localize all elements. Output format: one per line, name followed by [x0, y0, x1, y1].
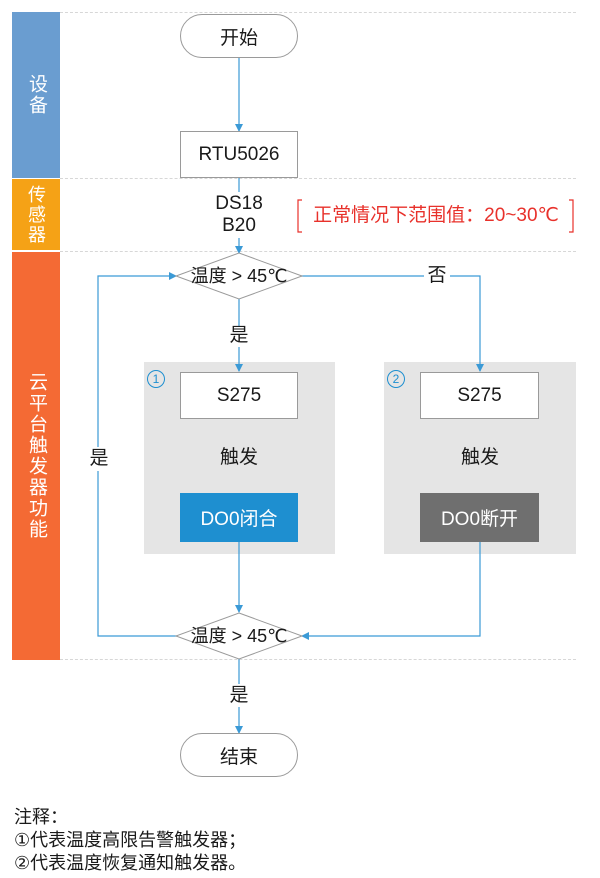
separator	[60, 251, 576, 252]
separator	[60, 659, 576, 660]
notes-heading: 注释：	[14, 807, 68, 827]
sensor-label-line1: DS18	[215, 193, 263, 214]
range-bracket-left	[297, 199, 302, 233]
end-node: 结束	[180, 733, 298, 777]
decision-diamond-top	[174, 252, 304, 300]
yes-end-label: 是	[229, 685, 249, 706]
yes-left-label: 是	[86, 447, 112, 471]
range-note: 正常情况下范围值：20~30℃	[313, 205, 559, 226]
notes-line-1: ①代表温度高限告警触发器；	[14, 830, 247, 850]
no-right-label: 否	[424, 265, 450, 287]
lane-cloud: 云平台触发器功能	[12, 252, 60, 660]
sensor-label-line2: B20	[222, 215, 256, 236]
separator	[60, 178, 576, 179]
group-2-number: 2	[387, 370, 405, 388]
action-do0-close: DO0闭合	[180, 493, 298, 542]
decision-diamond-bottom	[174, 612, 304, 660]
group-1-device-box: S275	[180, 372, 298, 419]
group-1-trigger-label: 触发	[210, 446, 268, 470]
group-1-number: 1	[147, 370, 165, 388]
group-2-trigger-label: 触发	[451, 446, 509, 470]
start-node: 开始	[180, 14, 298, 58]
decision-top-label: 温度 > 45℃	[190, 266, 288, 286]
group-2-device-box: S275	[420, 372, 539, 419]
lane-device: 设备	[12, 12, 60, 178]
yes-down-label: 是	[229, 325, 249, 346]
lane-sensor: 传感器	[12, 179, 60, 250]
notes-line-2: ②代表温度恢复通知触发器。	[14, 853, 247, 873]
device-box: RTU5026	[180, 131, 298, 178]
action-do0-open: DO0断开	[420, 493, 539, 542]
decision-bottom-label: 温度 > 45℃	[190, 626, 288, 646]
range-bracket-right	[569, 199, 574, 233]
separator	[60, 12, 576, 13]
